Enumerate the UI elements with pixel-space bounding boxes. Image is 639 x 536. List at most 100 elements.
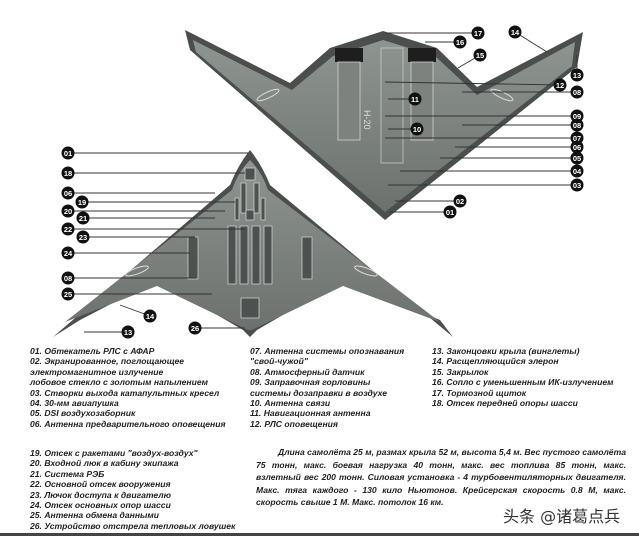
callout-marker: 14 (508, 25, 548, 53)
callout-marker: 13 (570, 55, 584, 82)
callout-marker: 18 (61, 166, 245, 180)
star-insignia-icon (125, 265, 378, 277)
callout-marker: 11 (388, 92, 422, 106)
callout-number: 20 (64, 207, 72, 216)
callout-circle (61, 186, 75, 200)
callout-number: 10 (413, 125, 421, 134)
callout-number: 02 (456, 197, 464, 206)
callout-circle (61, 287, 75, 301)
callout-circle (453, 194, 467, 208)
callout-circle (61, 146, 75, 160)
bottom-border (0, 533, 639, 536)
callout-circle (570, 68, 584, 82)
callout-circle (570, 140, 584, 154)
callout-circle (570, 109, 584, 123)
legend-item: 24. Отсек основных опор шасси (30, 499, 171, 510)
callout-number: 14 (146, 312, 155, 321)
legend-item: 08. Атмосферный датчик (250, 366, 365, 377)
callout-number: 01 (446, 208, 454, 217)
callout-marker: 10 (388, 122, 424, 136)
legend-item: 19. Отсек с ракетами "воздух-воздух" (30, 448, 198, 458)
callout-circle (570, 151, 584, 165)
callout-circle (61, 246, 75, 260)
callout-marker: 06 (455, 140, 584, 154)
callout-marker: 08 (462, 85, 584, 99)
legend-item: 15. Закрылок (432, 366, 489, 377)
callout-circle (570, 131, 584, 145)
callout-marker: 16 (425, 35, 467, 49)
callout-circle (570, 178, 584, 192)
callout-number: 06 (64, 189, 72, 198)
callout-marker: 20 (61, 204, 225, 218)
legend-item: 14. Расщепляющийся элерон (432, 356, 559, 367)
callout-number: 25 (64, 290, 72, 299)
callout-number: 17 (474, 29, 482, 38)
callout-line (384, 81, 561, 86)
specifications-text: Длина самолёта 25 м, размах крыла 52 м, … (256, 447, 626, 507)
callout-marker: 08 (61, 271, 196, 285)
callout-number: 09 (573, 112, 581, 121)
callout-number: 13 (124, 328, 132, 337)
callout-number: 05 (573, 154, 581, 163)
legend-item: электромагнитное излучение (30, 366, 164, 377)
legend-column-3: 13. Законцовки крыла (винглеты)14. Расще… (432, 346, 614, 408)
legend-item: 11. Навигационная антенна (250, 408, 371, 419)
callout-marker: 19 (75, 195, 235, 209)
callout-marker: 23 (76, 230, 195, 244)
callout-marker: 21 (76, 211, 215, 225)
callout-circle (76, 230, 90, 244)
callout-number: 08 (573, 121, 581, 130)
callout-marker: 08 (462, 118, 584, 132)
legend-item: 18. Отсек передней опоры шасси (432, 397, 578, 408)
callout-number: 08 (64, 274, 72, 283)
callout-number: 18 (64, 169, 72, 178)
callout-number: 16 (456, 38, 464, 47)
callout-marker: 17 (386, 26, 485, 40)
callout-marker: 05 (440, 151, 584, 165)
callout-marker: 02 (395, 194, 467, 208)
callout-marker: 09 (385, 109, 584, 123)
callout-circle (570, 118, 584, 132)
callout-number: 03 (573, 181, 581, 190)
legend-item: системы дозаправки в воздухе (250, 387, 388, 398)
callout-circle (453, 35, 467, 49)
legend-column-2: 07. Антенна системы опознавания"свой-чуж… (250, 346, 404, 429)
legend-item: 23. Лючок доступа к двигателю (30, 489, 172, 500)
callout-circle (471, 26, 485, 40)
callout-number: 11 (411, 95, 419, 104)
legend-item: 10. Антенна связи (250, 397, 331, 408)
callout-marker: 13 (84, 325, 135, 339)
legend-item: 01. Обтекатель РЛС с АФАР (30, 346, 155, 356)
callout-marker: 25 (61, 287, 212, 301)
callout-marker: 24 (61, 246, 190, 260)
callout-circle (75, 195, 89, 209)
callout-number: 14 (511, 28, 520, 37)
callout-number: 01 (64, 149, 72, 158)
callout-circle (570, 164, 584, 178)
callout-number: 06 (573, 143, 581, 152)
callout-marker: 12 (384, 78, 567, 92)
top-view-aircraft: H-20 (185, 30, 583, 220)
callout-number: 13 (573, 71, 581, 80)
legend-item: "свой-чужой" (250, 356, 308, 367)
legend-item: 13. Законцовки крыла (винглеты) (432, 346, 580, 356)
callout-circle (76, 211, 90, 225)
callout-number: 19 (78, 198, 86, 207)
legend-column-4: 19. Отсек с ракетами "воздух-воздух"20. … (30, 448, 235, 531)
callout-number: 21 (79, 214, 87, 223)
callout-number: 23 (79, 233, 87, 242)
callout-number: 24 (64, 249, 73, 258)
callout-marker: 01 (390, 205, 457, 219)
callout-marker: 15 (457, 48, 487, 69)
callout-circle (188, 321, 202, 335)
callout-number: 15 (476, 51, 484, 60)
legend-item: 21. Система РЭБ (30, 468, 105, 479)
aircraft-diagram: H-20 17161415131208110908100706050403020… (53, 25, 584, 339)
legend-item: 04. 30-мм авиапушка (30, 397, 119, 408)
callout-marker: 03 (388, 178, 584, 192)
legend-item: 09. Заправочная горловины (250, 377, 371, 388)
legend-item: 25. Антенна обмена данными (30, 510, 159, 521)
callout-circle (143, 309, 157, 323)
callout-marker: 04 (400, 164, 584, 178)
